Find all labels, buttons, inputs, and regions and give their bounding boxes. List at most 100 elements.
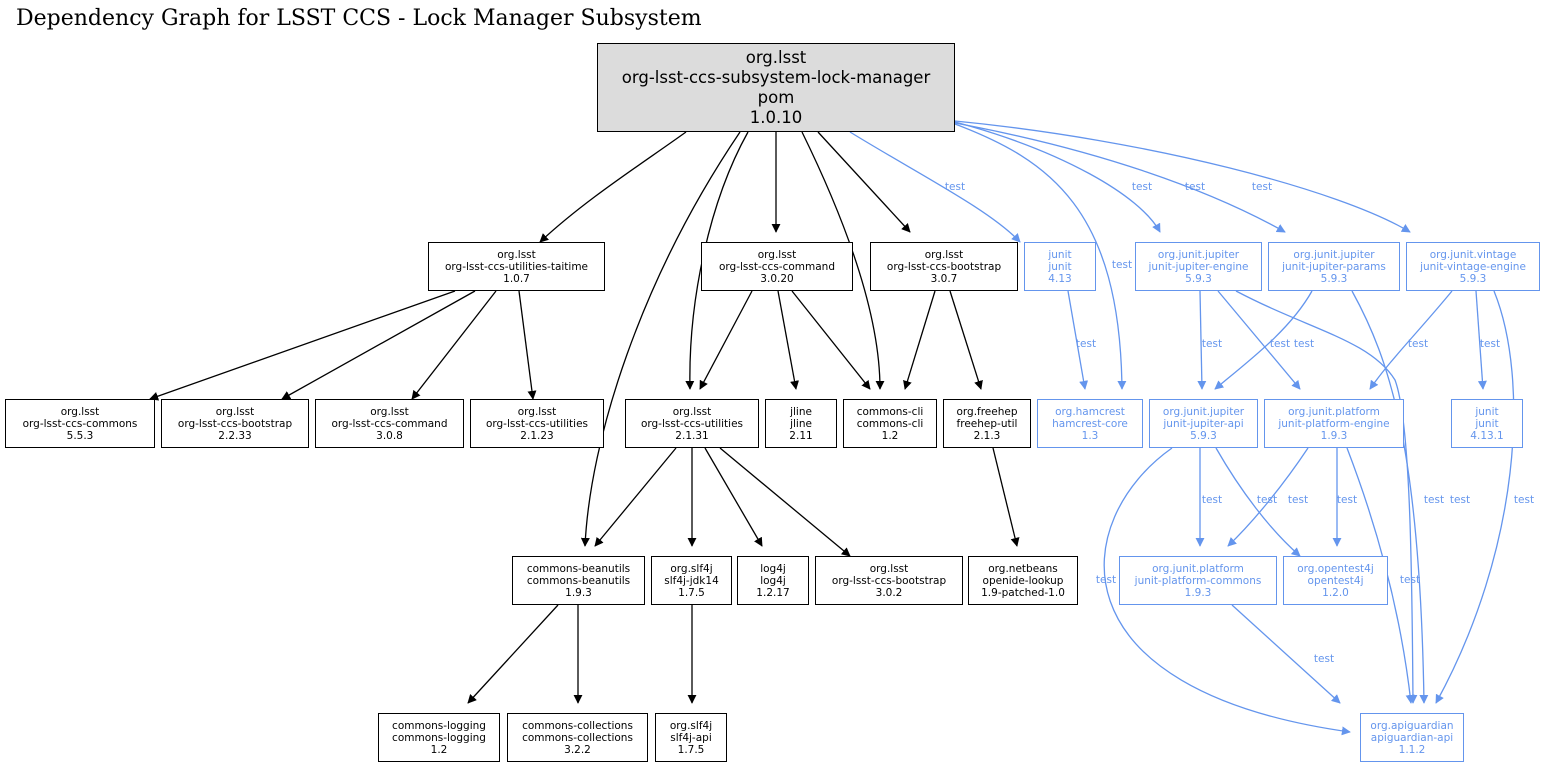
test-dependency-edge	[954, 123, 1127, 390]
compile-dependency-edge	[992, 447, 1020, 547]
node-label-line: org.lsst	[497, 248, 536, 261]
compile-dependency-edge	[281, 290, 476, 400]
edge-label-test: test	[1294, 338, 1314, 350]
node-label-line: org-lsst-ccs-bootstrap	[177, 417, 293, 430]
node-label-line: org.hamcrest	[1055, 405, 1125, 418]
node-label-line: log4j	[760, 562, 786, 575]
node-label-line: junit-jupiter-api	[1163, 417, 1244, 430]
edge-label-test: test	[1408, 338, 1428, 350]
test-dependency-edge	[1475, 290, 1487, 390]
node-label-line: 2.1.31	[675, 429, 709, 442]
edge-label-test: test	[1400, 574, 1420, 586]
node-label-line: org-lsst-ccs-command	[331, 417, 448, 430]
node-label-line: hamcrest-core	[1052, 417, 1128, 430]
node-label-line: junit	[1048, 248, 1072, 261]
test-dependency-edge	[1215, 447, 1301, 557]
test-dependency-edge	[954, 120, 1411, 233]
node-label-line: 1.7.5	[678, 586, 705, 599]
node-label-line: junit-platform-commons	[1134, 574, 1262, 587]
node-label-line: openide-lookup	[982, 574, 1064, 587]
node-label-line: org.opentest4j	[1297, 562, 1374, 575]
node-label-line: org-lsst-ccs-bootstrap	[831, 574, 947, 587]
node-label-line: 3.0.2	[875, 586, 903, 599]
node-label-line: org.junit.jupiter	[1157, 248, 1240, 261]
node-label-line: apiguardian-api	[1370, 731, 1454, 744]
node-label-line: commons-logging	[392, 719, 486, 732]
compile-dependency-edge	[704, 447, 763, 547]
test-dependency-edge	[1435, 290, 1515, 704]
node-label-line: 1.2	[881, 429, 899, 442]
node-label-line: commons-collections	[522, 731, 633, 744]
node-label-line: 5.9.3	[1459, 272, 1487, 285]
node-label-line: junit-jupiter-params	[1282, 260, 1386, 273]
node-label-line: opentest4j	[1307, 574, 1364, 587]
node-label-line: commons-cli	[856, 405, 924, 418]
edge-label-test: test	[1288, 494, 1308, 506]
node-label-line: junit-vintage-engine	[1420, 260, 1526, 273]
compile-dependency-edge	[719, 447, 851, 557]
edge-label-test: test	[1314, 653, 1334, 665]
node-label-line: commons-beanutils	[526, 562, 631, 575]
node-label-line: org.lsst	[869, 562, 909, 575]
compile-dependency-edge	[699, 290, 753, 390]
node-label-line: org.lsst	[924, 248, 964, 261]
test-dependency-edge	[1346, 447, 1415, 704]
node-label-line: org.lsst	[757, 248, 797, 261]
node-label-line: org.junit.vintage	[1429, 248, 1517, 261]
node-label-line: 1.7.5	[677, 743, 705, 756]
node-label-line: commons-cli	[856, 417, 924, 430]
test-dependency-edge	[1103, 447, 1351, 736]
node-label-line: 3.0.8	[376, 429, 403, 442]
compile-dependency-edge	[518, 290, 537, 400]
test-dependency-edge	[1369, 290, 1453, 390]
edge-label-test: test	[1337, 494, 1357, 506]
compile-dependency-edge	[594, 447, 677, 547]
edge-label-test: test	[1076, 338, 1096, 350]
node-label-line: org.lsst	[60, 405, 100, 418]
edge-label-test: test	[1185, 181, 1205, 193]
node-label-line: 1.9-patched-1.0	[981, 586, 1065, 599]
node-label-line: 2.11	[789, 429, 813, 442]
compile-dependency-edge	[411, 290, 497, 400]
node-label-line: org-lsst-ccs-utilities	[640, 417, 744, 430]
node-label-line: junit	[1048, 260, 1072, 273]
compile-dependency-edge	[949, 290, 983, 390]
node-label-line: junit	[1475, 417, 1499, 430]
compile-dependency-edge	[801, 131, 885, 390]
node-label-line: junit-platform-engine	[1278, 417, 1390, 430]
node-label-line: junit-jupiter-engine	[1148, 260, 1249, 273]
node-label-line: 1.9.3	[1184, 586, 1212, 599]
